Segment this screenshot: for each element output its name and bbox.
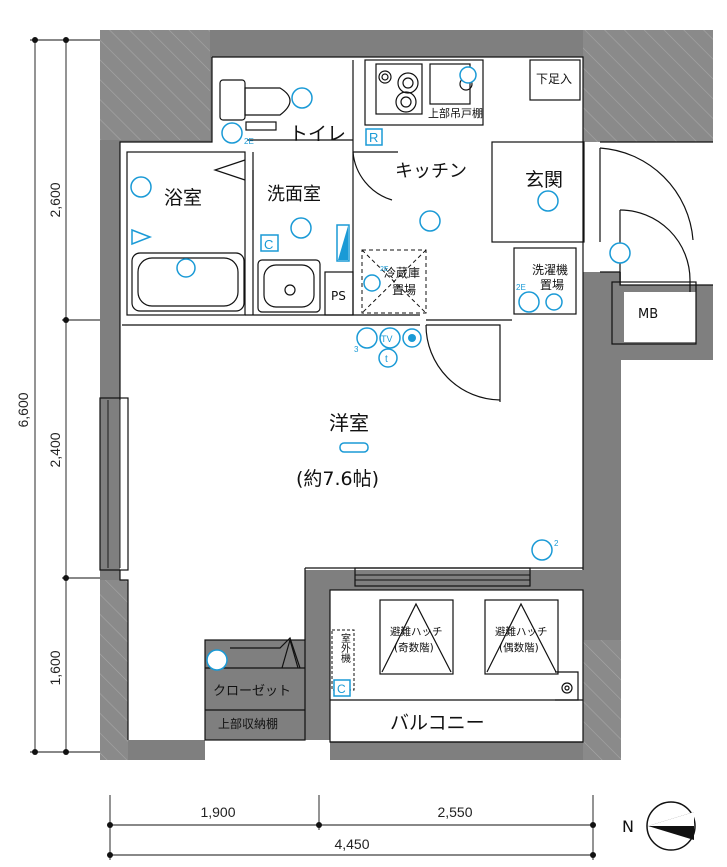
closet-label: クローゼット xyxy=(213,684,291,699)
compass-north-label: N xyxy=(622,817,634,836)
hatch-right-label-2: (偶数階) xyxy=(499,641,539,654)
washer-label-2: 置場 xyxy=(540,278,564,292)
symbol-c-washroom: C xyxy=(264,237,273,252)
washer-label-1: 洗濯機 xyxy=(532,262,568,277)
symbol-3: 3 xyxy=(354,345,359,354)
north-compass: N xyxy=(622,801,696,851)
dimension-labels: 6,600 2,600 2,400 1,600 1,900 2,550 4,45… xyxy=(15,182,473,852)
hatch-left-label-1: 避難ハッチ xyxy=(390,625,443,638)
symbol-r-kitchen: R xyxy=(369,130,378,145)
fridge-label-2: 置場 xyxy=(392,283,416,297)
fixtures xyxy=(131,63,559,691)
symbol-2: 2 xyxy=(554,539,559,548)
dimension-lines xyxy=(30,37,596,860)
doors xyxy=(213,147,694,669)
dim-total-height: 6,600 xyxy=(15,392,31,427)
dim-height-1: 2,600 xyxy=(47,182,63,217)
room-washroom: 洗面室 xyxy=(267,184,321,205)
electrical-symbols xyxy=(130,66,631,697)
hatch-left-label-2: (奇数階) xyxy=(394,641,434,654)
room-western: 洋室 xyxy=(329,411,369,435)
symbol-labels: C R C TV t 2E 2E 2E 3 2 C xyxy=(244,130,559,696)
ps-label: PS xyxy=(331,289,346,303)
room-toilet: トイレ xyxy=(289,123,346,145)
symbol-tv: TV xyxy=(381,334,393,344)
symbol-2e-toilet: 2E xyxy=(244,137,254,146)
outdoor-unit-label: 室外機 xyxy=(339,632,351,664)
dim-height-2: 2,400 xyxy=(47,432,63,467)
room-size: (約7.6帖) xyxy=(296,468,379,490)
fridge-label-1: 冷蔵庫 xyxy=(384,266,420,280)
upper-cabinet-label: 上部吊戸棚 xyxy=(428,106,483,120)
symbol-2e-washer: 2E xyxy=(516,283,526,292)
symbol-t: t xyxy=(385,354,388,365)
dim-height-3: 1,600 xyxy=(47,650,63,685)
room-kitchen: キッチン xyxy=(395,161,467,182)
hatch-right-label-1: 避難ハッチ xyxy=(495,625,548,638)
dim-width-1: 1,900 xyxy=(200,804,235,820)
room-labels: トイレ 洗面室 浴室 キッチン 玄関 下足入 上部吊戸棚 冷蔵庫 置場 洗濯機 … xyxy=(164,72,658,734)
upper-storage-label: 上部収納棚 xyxy=(218,716,278,731)
dim-total-width: 4,450 xyxy=(334,836,369,852)
room-entrance: 玄関 xyxy=(525,169,563,191)
dim-width-2: 2,550 xyxy=(437,804,472,820)
mb-label: MB xyxy=(638,307,658,322)
symbol-2e-fridge: 2E xyxy=(380,266,389,273)
shoe-storage-label: 下足入 xyxy=(536,72,572,86)
room-bath: 浴室 xyxy=(164,187,202,209)
symbol-c-balcony: C xyxy=(337,682,346,696)
windows xyxy=(99,397,531,587)
room-balcony: バルコニー xyxy=(390,712,485,734)
